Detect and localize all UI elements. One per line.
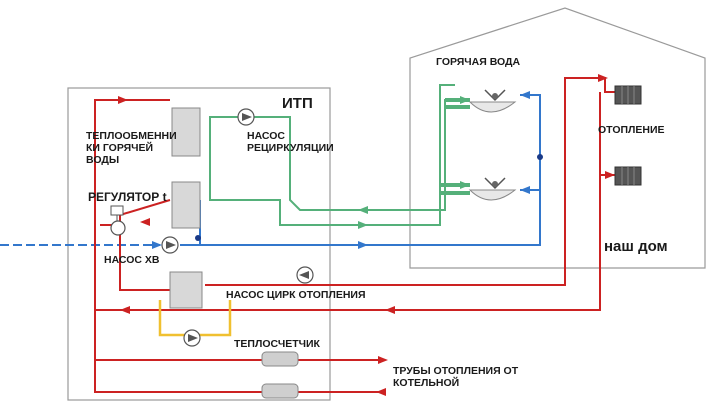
hot-water-return: [209, 99, 455, 211]
heat-exchanger-lower: [171, 181, 201, 229]
heat-meter-label: ТЕПЛОСЧЕТЧИК: [234, 338, 320, 350]
arrow-icon: [120, 306, 130, 314]
itp-label: ИТП: [282, 95, 313, 112]
arrow-icon: [460, 181, 470, 189]
arrow-icon: [598, 74, 608, 82]
flow-arrows: [118, 74, 615, 396]
recirculation-pump: [237, 108, 255, 126]
arrow-icon: [358, 206, 368, 214]
arrow-icon: [378, 356, 388, 364]
arrow-icon: [118, 96, 128, 104]
arrow-icon: [358, 241, 368, 249]
heating-label: ОТОПЛЕНИЕ: [598, 124, 665, 136]
arrow-icon: [376, 388, 386, 396]
regulator-label: РЕГУЛЯТОР t: [88, 190, 167, 204]
heat-meter-upper: [261, 351, 299, 367]
junction-dot: [195, 235, 201, 241]
hot-water-label: ГОРЯЧАЯ ВОДА: [436, 56, 521, 68]
arrow-icon: [520, 91, 530, 99]
our-house-label: наш дом: [604, 238, 668, 255]
arrow-icon: [520, 186, 530, 194]
radiator-lower: [614, 166, 642, 186]
heating-circulation-pump: [296, 266, 314, 284]
meter-loop-pump: [183, 329, 201, 347]
sink-upper: [468, 89, 517, 113]
arrow-icon: [605, 171, 615, 179]
heat-exchanger-heating: [169, 271, 203, 309]
heat-meter-lower: [261, 383, 299, 399]
arrow-icon: [385, 306, 395, 314]
hot-water-supply: [209, 84, 455, 226]
arrow-icon: [152, 241, 162, 249]
house-outline: [409, 7, 706, 269]
cold-junction: [537, 154, 543, 160]
boiler-return-line: [94, 360, 385, 393]
arrow-icon: [358, 221, 368, 229]
regulator-valve: [110, 205, 126, 236]
radiator-upper: [614, 85, 642, 105]
arrow-icon: [460, 96, 470, 104]
boiler-pipes-label: ТРУБЫ ОТОПЛЕНИЯ ОТ КОТЕЛЬНОЙ: [393, 365, 519, 389]
exchanger-loop: [119, 199, 171, 291]
cold-pump-label: НАСОС ХВ: [104, 254, 160, 266]
boiler-supply-line: [94, 99, 385, 361]
sink-lower: [468, 177, 517, 201]
recirculation-pump-label: НАСОС РЕЦИРКУЛЯЦИИ: [247, 130, 334, 154]
heat-exchangers-label: ТЕПЛООБМЕННИ КИ ГОРЯЧЕЙ ВОДЫ: [86, 130, 177, 166]
heating-return-in: [95, 92, 601, 311]
heat-exchanger-upper: [171, 107, 201, 157]
arrow-icon: [140, 218, 150, 226]
heating-supply-out: [205, 77, 615, 286]
cold-water-pump: [161, 236, 179, 254]
heating-circ-pump-label: НАСОС ЦИРК ОТОПЛЕНИЯ: [226, 289, 366, 301]
